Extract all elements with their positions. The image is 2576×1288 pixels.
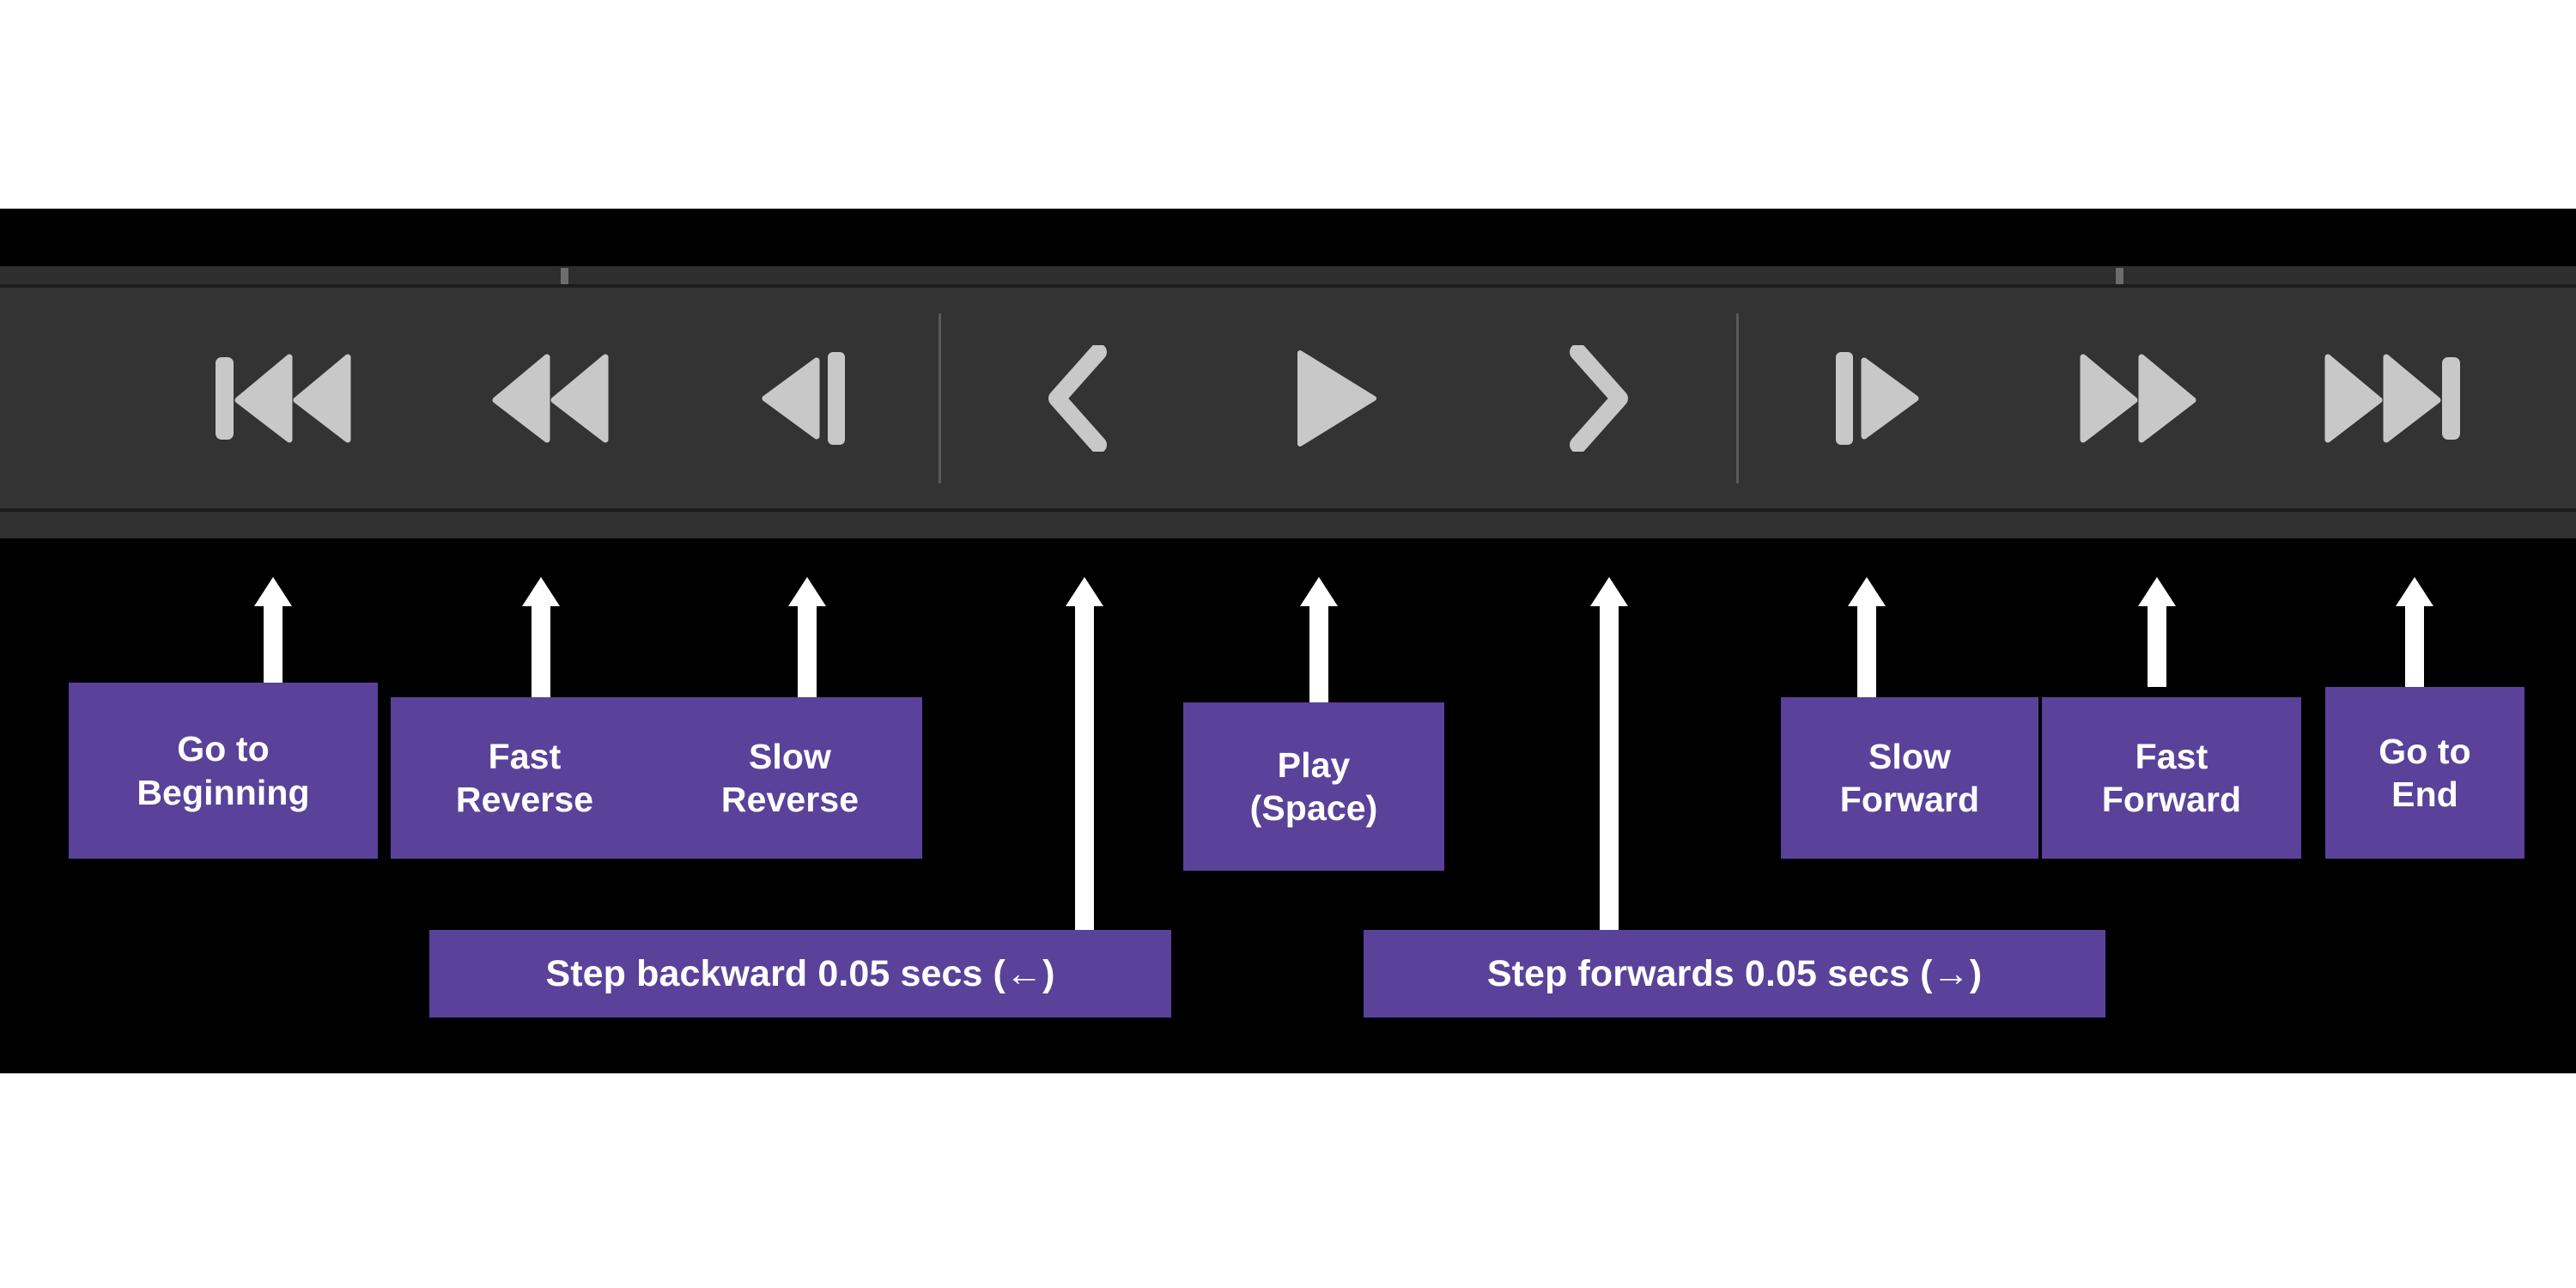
callout-play: Play (Space) (1183, 702, 1444, 871)
timeline-tick-right (2116, 268, 2123, 284)
callout-text-end: ) (1042, 952, 1055, 994)
white-band-bottom (0, 1073, 2576, 1288)
callout-line-2: Reverse (455, 780, 594, 819)
fast-reverse-icon (490, 354, 611, 443)
callout-step-forwards: Step forwards 0.05 secs ( → ) (1364, 930, 2105, 1018)
callout-line-2: Forward (1839, 780, 1980, 819)
callout-fast-forward: Fast Forward (2042, 697, 2301, 859)
callout-slow-forward: Slow Forward (1781, 697, 2038, 859)
callout-text-end: ) (1969, 952, 1983, 994)
callout-line-2: Beginning (137, 772, 310, 812)
toolbar-group-divider-left (939, 313, 941, 483)
step-backward-button[interactable] (1035, 340, 1121, 457)
fast-forward-icon (2078, 354, 2198, 443)
go-to-beginning-button[interactable] (215, 340, 352, 457)
callout-text: Step forwards 0.05 secs ( (1486, 952, 1933, 994)
toolbar-separator-bottom (0, 508, 2576, 512)
step-forwards-button[interactable] (1556, 340, 1642, 457)
callout-text: Step backward 0.05 secs ( (545, 952, 1005, 994)
callout-fast-reverse: Fast Reverse (391, 697, 659, 859)
fast-forward-button[interactable] (2074, 340, 2202, 457)
callout-go-to-end: Go to End (2325, 687, 2524, 859)
timeline-tick-left (561, 268, 568, 284)
callout-line-1: Slow (1868, 736, 1952, 776)
callout-step-backward: Step backward 0.05 secs ( ← ) (429, 930, 1171, 1018)
callout-line-2: End (2391, 775, 2458, 814)
skip-to-start-icon (216, 354, 351, 443)
slow-forward-button[interactable] (1820, 340, 1941, 457)
callout-line-2: (Space) (1249, 788, 1378, 828)
callout-line-2: Forward (2101, 780, 2242, 819)
chevron-right-icon (1566, 345, 1631, 452)
callout-line-2: Reverse (720, 780, 860, 819)
toolbar-separator-top (0, 284, 2576, 288)
callout-line-1: Go to (177, 729, 270, 769)
black-band-top (0, 209, 2576, 266)
slow-reverse-button[interactable] (740, 340, 860, 457)
toolbar-group-divider-right (1736, 313, 1739, 483)
go-to-end-button[interactable] (2324, 340, 2461, 457)
callout-slow-reverse: Slow Reverse (658, 697, 922, 859)
slow-forward-icon (1830, 350, 1931, 447)
chevron-left-icon (1045, 345, 1110, 452)
toolbar-lower-strip (0, 512, 2576, 538)
arrow-right-glyph: → (1932, 952, 1970, 994)
fast-reverse-button[interactable] (486, 340, 615, 457)
skip-to-end-icon (2324, 354, 2460, 443)
callout-line-1: Play (1277, 744, 1351, 785)
toolbar-upper-strip (0, 266, 2576, 284)
slow-reverse-icon (750, 350, 851, 447)
callout-line-1: Slow (748, 736, 832, 776)
callout-go-to-beginning: Go to Beginning (69, 683, 378, 859)
callout-line-1: Fast (488, 736, 562, 776)
arrow-left-glyph: ← (1005, 952, 1043, 994)
play-button[interactable] (1288, 340, 1384, 457)
callout-line-1: Fast (2135, 736, 2208, 776)
callout-line-1: Go to (2379, 731, 2471, 771)
play-icon (1293, 348, 1379, 449)
